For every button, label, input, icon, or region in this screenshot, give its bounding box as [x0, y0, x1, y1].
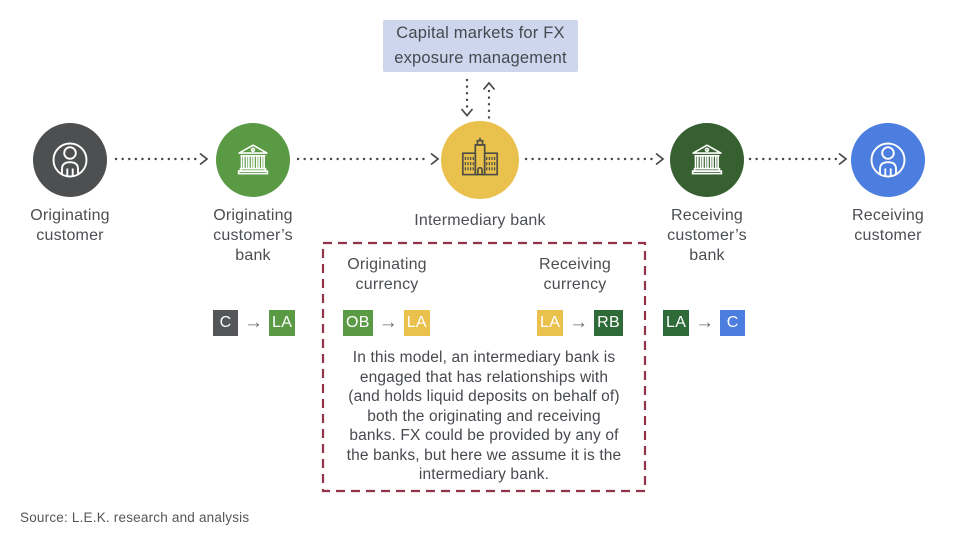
receiving-customer-circle	[851, 123, 925, 197]
node-label: Originating customer’s bank	[213, 207, 293, 264]
building-icon	[461, 137, 499, 176]
node-originating-customer: Originating customer	[0, 123, 145, 246]
right-arrow-glyph: →	[569, 312, 589, 333]
flow-tag-from: LA	[537, 310, 564, 336]
node-label: Receiving customer	[851, 207, 925, 244]
originating-bank-circle	[216, 123, 290, 197]
flow-tags-originating-bank: C → LA	[213, 310, 296, 336]
receiving-currency-label: Receiving currency	[538, 256, 612, 293]
flow-tag-to: LA	[403, 310, 430, 336]
receiving-bank-circle	[670, 123, 744, 197]
flow-tag-from: C	[213, 310, 238, 336]
originating-customer-circle	[33, 123, 107, 197]
node-label: Intermediary bank	[414, 212, 546, 229]
capital-markets-box: Capital markets for FX exposure manageme…	[383, 20, 578, 72]
flow-tag-to: RB	[594, 310, 623, 336]
flow-tag-from: LA	[663, 310, 690, 336]
flow-tags-receiving-currency: LA → RB	[537, 310, 623, 336]
flow-tag-to: LA	[269, 310, 296, 336]
bank-icon	[237, 144, 269, 175]
person-icon	[52, 142, 88, 178]
node-originating-customers-bank: Originating customer’s bank	[178, 123, 328, 266]
annotation-body-text: In this model, an intermediary bank is e…	[346, 349, 622, 483]
arrowhead-up-icon	[482, 81, 496, 91]
arrowhead-down-icon	[460, 108, 474, 117]
right-arrow-glyph: →	[695, 312, 715, 333]
originating-currency-label: Originating currency	[347, 256, 427, 293]
node-receiving-customer: Receiving customer	[813, 123, 963, 246]
right-arrow-glyph: →	[244, 312, 263, 333]
person-icon	[870, 142, 906, 178]
node-label: Originating customer	[30, 207, 110, 244]
right-arrow-glyph: →	[378, 312, 398, 333]
node-intermediary-bank: Intermediary bank	[405, 121, 555, 231]
flow-tag-to: C	[720, 310, 746, 336]
node-receiving-customers-bank: Receiving customer’s bank	[632, 123, 782, 266]
intermediary-bank-circle	[441, 121, 519, 199]
node-label: Receiving customer’s bank	[667, 207, 747, 264]
bank-icon	[691, 144, 723, 175]
flow-tags-originating-currency: OB → LA	[343, 310, 430, 336]
source-note: Source: L.E.K. research and analysis	[20, 510, 250, 525]
flow-tags-receiving-bank: LA → C	[663, 310, 746, 336]
flow-tag-from: OB	[343, 310, 373, 336]
capital-markets-label: Capital markets for FX exposure manageme…	[394, 24, 567, 67]
